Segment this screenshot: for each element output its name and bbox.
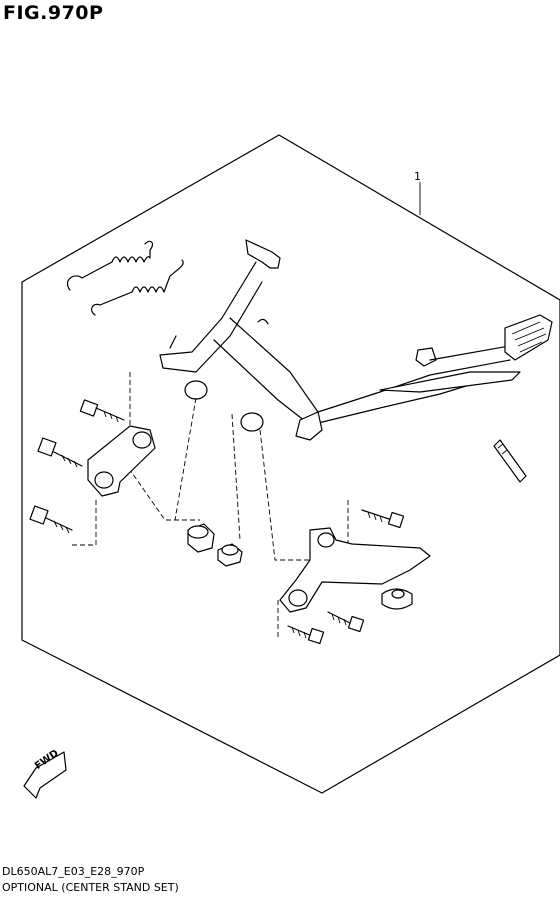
bolt-middle-left <box>37 437 83 468</box>
return-spring-lower <box>91 259 184 316</box>
part-ref-number: 1 <box>414 170 421 183</box>
right-mounting-bracket <box>279 527 431 613</box>
bolt-lower-left <box>29 505 73 534</box>
figure-title: FIG.970P <box>3 2 104 24</box>
bolt-upper-left <box>79 399 125 423</box>
drawing-code: DL650AL7_E03_E28_970P <box>2 865 145 878</box>
bushing-right <box>217 543 243 567</box>
bolt-lower-right-1 <box>287 625 325 645</box>
bushing-left <box>187 523 215 553</box>
bolt-lower-right-2 <box>327 611 365 633</box>
kit-boundary <box>21 134 560 794</box>
center-stand-frame <box>159 239 553 441</box>
fwd-arrow <box>23 751 67 799</box>
pin <box>493 439 527 483</box>
return-spring-upper <box>66 240 154 291</box>
rubber-stopper <box>381 588 413 610</box>
bolt-upper-right <box>361 509 405 529</box>
left-mounting-bracket <box>87 425 156 497</box>
drawing-caption: OPTIONAL (CENTER STAND SET) <box>2 881 179 894</box>
